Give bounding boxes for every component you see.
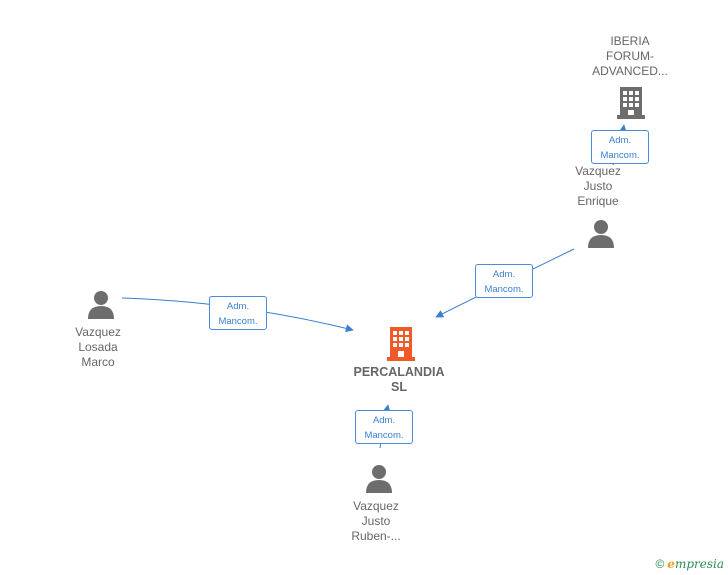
- brand-initial: e: [667, 557, 675, 571]
- building-icon[interactable]: [615, 85, 647, 119]
- edge-label-enrique-percalandia[interactable]: Adm. Mancom.: [475, 264, 533, 298]
- brand-name: mpresia: [674, 557, 724, 571]
- node-label-vazquez-justo-enrique[interactable]: Vazquez Justo Enrique: [575, 164, 621, 208]
- person-icon[interactable]: [86, 289, 116, 319]
- person-icon[interactable]: [364, 463, 394, 493]
- copyright-symbol: ©: [655, 557, 665, 571]
- node-label-vazquez-losada-marco[interactable]: Vazquez Losada Marco: [75, 325, 121, 369]
- empresia-watermark: ©empresia: [655, 557, 724, 571]
- edge-label-enrique-iberia[interactable]: Adm. Mancom.: [591, 130, 649, 164]
- node-label-percalandia[interactable]: PERCALANDIA SL: [353, 365, 445, 394]
- edge-label-losada-percalandia[interactable]: Adm. Mancom.: [209, 296, 267, 330]
- building-icon[interactable]: [385, 325, 417, 361]
- node-label-vazquez-justo-ruben[interactable]: Vazquez Justo Ruben-...: [351, 499, 401, 543]
- node-label-iberia[interactable]: IBERIA FORUM- ADVANCED...: [592, 34, 668, 78]
- edge-label-ruben-percalandia[interactable]: Adm. Mancom.: [355, 410, 413, 444]
- person-icon[interactable]: [586, 218, 616, 248]
